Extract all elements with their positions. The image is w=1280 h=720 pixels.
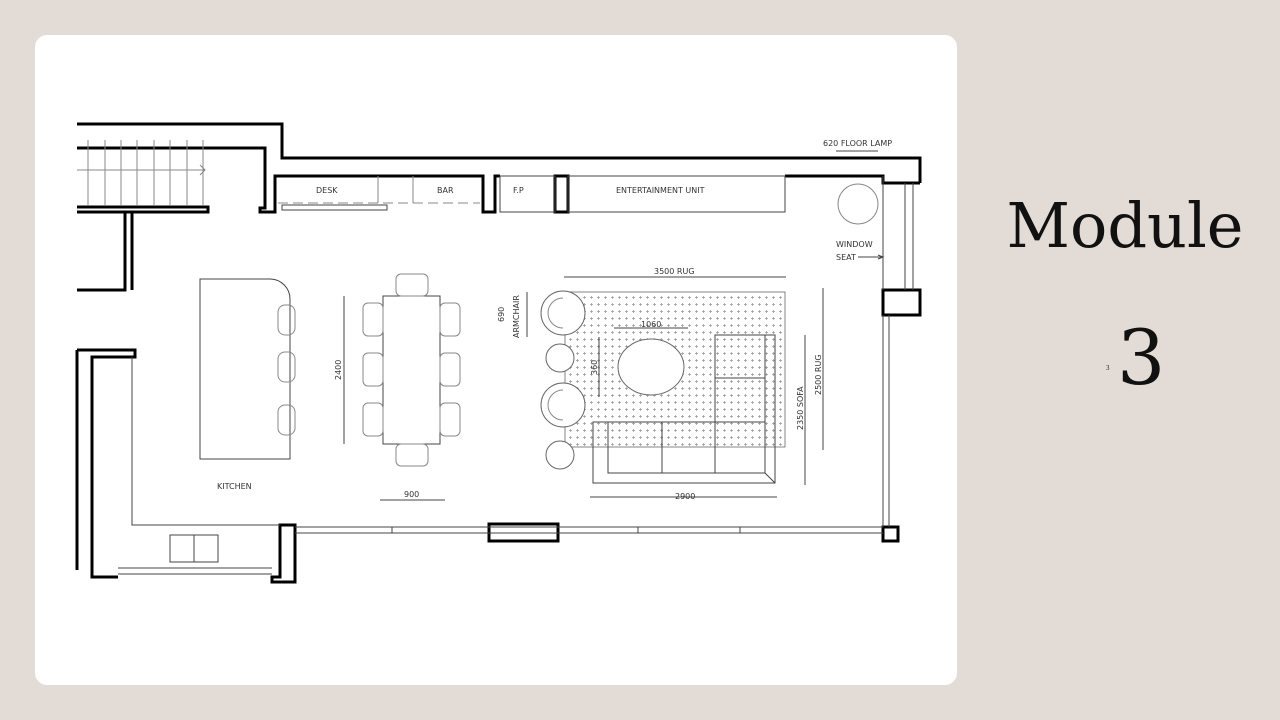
windows — [118, 176, 914, 575]
entertainment-unit-label: ENTERTAINMENT UNIT — [616, 186, 705, 195]
small-number: 3 — [1106, 364, 1110, 372]
rug-width-label: 3500 RUG — [654, 267, 695, 276]
fireplace-label: F.P — [513, 186, 524, 195]
module-number: 3 — [1117, 313, 1166, 402]
walls — [75, 122, 922, 584]
rug-depth-label: 2500 RUG — [814, 354, 823, 395]
table-depth-label: 360 — [590, 360, 599, 375]
window-seat-label-2: SEAT — [836, 253, 856, 262]
armchair-label: ARMCHAIR — [512, 295, 521, 338]
living-area: 3500 RUG 2500 RUG 2350 SOFA 2900 1060 36… — [497, 267, 824, 501]
floor-lamp-label: 620 FLOOR LAMP — [823, 139, 892, 148]
kitchen-label: KITCHEN — [217, 482, 252, 491]
floor-lamp: 620 FLOOR LAMP WINDOW SEAT — [823, 139, 892, 262]
dining-width-label: 900 — [404, 490, 419, 499]
sofa-label: 2350 SOFA — [796, 386, 805, 430]
sofa-width-label: 2900 — [675, 492, 695, 501]
kitchen: KITCHEN — [169, 278, 296, 563]
slide-card — [35, 35, 957, 685]
slide-title: Module — [1006, 189, 1244, 262]
desk-label: DESK — [316, 186, 338, 195]
dining-table: 2400 900 — [334, 273, 461, 501]
dining-length-label: 2400 — [334, 360, 343, 380]
table-width-label: 1060 — [641, 320, 661, 329]
stairs — [77, 140, 206, 205]
bar-label: BAR — [437, 186, 454, 195]
cabinetry: DESK BAR F.P ENTERTAINMENT UNIT — [278, 175, 786, 213]
armchair-size-label: 690 — [497, 307, 506, 322]
window-seat-label-1: WINDOW — [836, 240, 873, 249]
